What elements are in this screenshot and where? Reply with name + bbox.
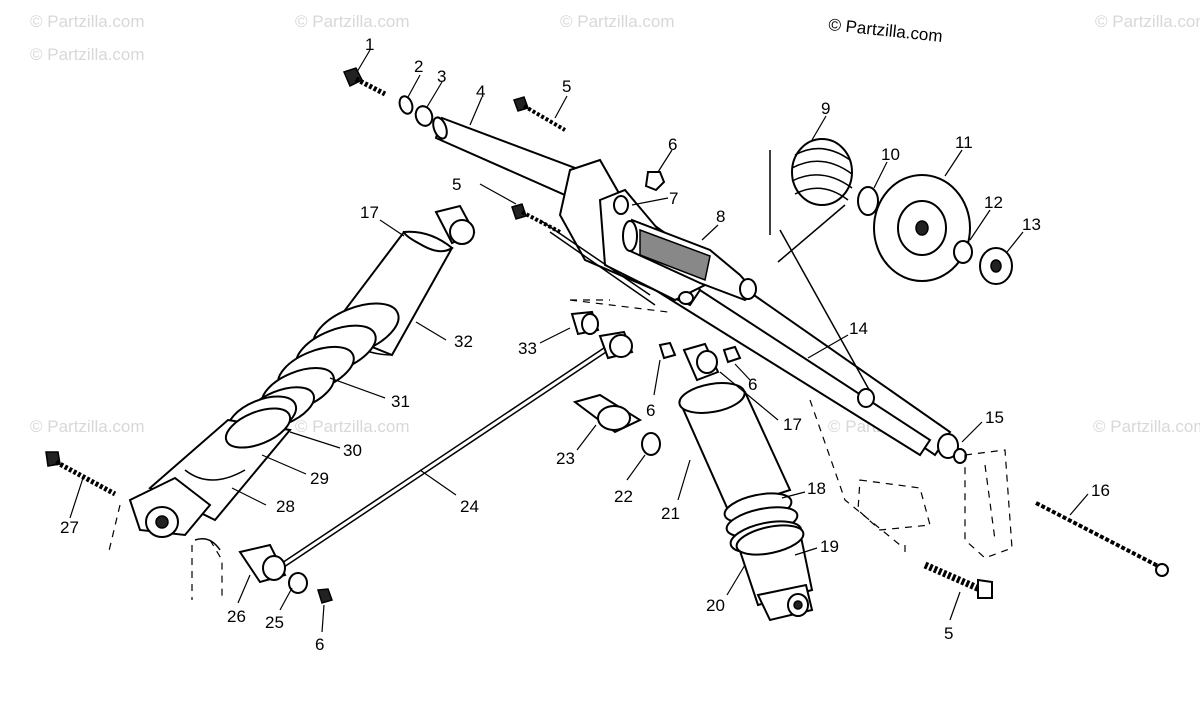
left-shock-assembly bbox=[45, 204, 634, 604]
callout-6: 6 bbox=[748, 375, 757, 394]
washer-part-12 bbox=[953, 240, 973, 264]
watermark-text: © Partzilla.com bbox=[30, 12, 145, 31]
callout-17: 17 bbox=[360, 203, 379, 222]
callout-32: 32 bbox=[454, 332, 473, 351]
callout-18: 18 bbox=[807, 479, 826, 498]
axle-part-8 bbox=[622, 218, 757, 302]
spacer-part-13 bbox=[979, 247, 1013, 285]
callout-28: 28 bbox=[276, 497, 295, 516]
callout-29: 29 bbox=[310, 469, 329, 488]
lower-body-part-19 bbox=[735, 524, 814, 607]
bolt-part-1 bbox=[342, 67, 387, 97]
rod-end-part-26 bbox=[238, 543, 287, 584]
callout-5: 5 bbox=[452, 175, 461, 194]
callout-5: 5 bbox=[944, 624, 953, 643]
callout-12: 12 bbox=[984, 193, 1003, 212]
callout-21: 21 bbox=[661, 504, 680, 523]
nut-part-6 bbox=[644, 171, 666, 192]
washer-part-7 bbox=[613, 195, 629, 215]
rod-end-top bbox=[598, 330, 634, 360]
watermark-text: © Partzilla.com bbox=[295, 417, 410, 436]
long-bolt-part-16 bbox=[1035, 501, 1169, 577]
bushing-part-23 bbox=[572, 393, 643, 434]
callout-26: 26 bbox=[227, 607, 246, 626]
bushing-part-17 bbox=[434, 204, 476, 245]
idler-wheel-part-11 bbox=[873, 174, 971, 282]
copyright-text: © Partzilla.com bbox=[828, 15, 944, 46]
callout-33: 33 bbox=[518, 339, 537, 358]
callout-14: 14 bbox=[849, 319, 868, 338]
bolt-part-5 bbox=[513, 96, 567, 132]
callout-20: 20 bbox=[706, 596, 725, 615]
callout-23: 23 bbox=[556, 449, 575, 468]
callout-25: 25 bbox=[265, 613, 284, 632]
watermark-text: © Partzilla.com bbox=[560, 12, 675, 31]
shock-eye-end bbox=[128, 476, 212, 538]
rod-part-24 bbox=[281, 347, 607, 568]
eye-part-20 bbox=[756, 583, 814, 622]
callout-19: 19 bbox=[820, 537, 839, 556]
callout-labels: 1 2 3 4 5 6 7 8 9 10 11 12 13 5 17 14 15… bbox=[60, 35, 1110, 654]
bushing-part-33 bbox=[570, 310, 600, 336]
bolt-part-5-mid bbox=[511, 203, 561, 234]
callout-24: 24 bbox=[460, 497, 479, 516]
shock-body-part-21 bbox=[678, 382, 792, 512]
watermark-text: © Partzilla.com bbox=[30, 417, 145, 436]
callout-6: 6 bbox=[315, 635, 324, 654]
callout-5: 5 bbox=[562, 77, 571, 96]
callout-17: 17 bbox=[783, 415, 802, 434]
callout-3: 3 bbox=[437, 67, 446, 86]
upper-arm-assembly bbox=[342, 67, 1013, 464]
watermark-text: © Partzilla.com bbox=[1093, 417, 1200, 436]
callout-8: 8 bbox=[716, 207, 725, 226]
washer-part-22 bbox=[641, 432, 661, 456]
center-shock-assembly bbox=[572, 341, 814, 622]
washer-part-25 bbox=[288, 572, 308, 594]
bolt-part-5-right bbox=[923, 561, 993, 599]
callout-22: 22 bbox=[614, 487, 633, 506]
callout-11: 11 bbox=[955, 133, 973, 152]
washer-part-3 bbox=[414, 105, 434, 127]
bolt-part-27 bbox=[45, 451, 117, 497]
bushing-part-17 bbox=[682, 342, 720, 382]
watermark-text: © Partzilla.com bbox=[295, 12, 410, 31]
callout-16: 16 bbox=[1091, 481, 1110, 500]
nut-part-6 bbox=[317, 588, 333, 604]
callout-27: 27 bbox=[60, 518, 79, 537]
washer-part-2 bbox=[398, 95, 414, 115]
watermark-text: © Partzilla.com bbox=[1095, 12, 1200, 31]
leader-lines bbox=[69, 49, 1089, 633]
callout-9: 9 bbox=[821, 99, 830, 118]
nut-part-6 bbox=[722, 345, 742, 364]
callout-31: 31 bbox=[391, 392, 410, 411]
watermark-text: © Partzilla.com bbox=[30, 45, 145, 64]
rear-bracket-assembly bbox=[569, 299, 1169, 599]
callout-15: 15 bbox=[985, 408, 1004, 427]
callout-30: 30 bbox=[343, 441, 362, 460]
callout-6: 6 bbox=[646, 401, 655, 420]
washer-part-10 bbox=[857, 186, 879, 216]
callout-10: 10 bbox=[881, 145, 900, 164]
callout-13: 13 bbox=[1022, 215, 1041, 234]
callout-4: 4 bbox=[476, 82, 485, 101]
nut-part-6 bbox=[658, 341, 677, 360]
callout-2: 2 bbox=[414, 57, 423, 76]
callout-1: 1 bbox=[365, 35, 374, 54]
bushing-part-15 bbox=[937, 433, 959, 459]
callout-7: 7 bbox=[669, 189, 678, 208]
callout-6: 6 bbox=[668, 135, 677, 154]
torsion-spring-part-9 bbox=[769, 138, 853, 263]
